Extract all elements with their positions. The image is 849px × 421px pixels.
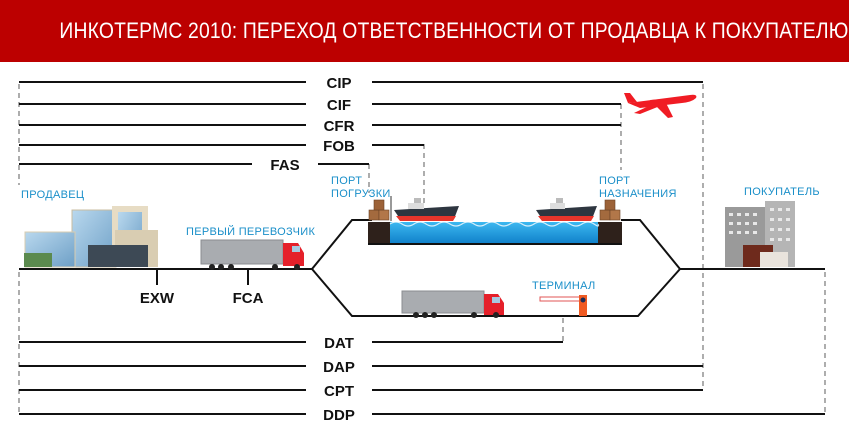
top-term-lines	[19, 81, 703, 165]
airplane-icon	[624, 93, 697, 118]
term-cpt: CPT	[324, 383, 354, 400]
label-port-loading-line1: ПОРТ	[331, 175, 362, 187]
term-dap: DAP	[323, 359, 355, 376]
term-ddp: DDP	[323, 407, 355, 421]
label-first-carrier: ПЕРВЫЙ ПЕРЕВОЗЧИК	[186, 225, 316, 238]
truck-icon	[401, 290, 504, 318]
term-fob: FOB	[323, 138, 355, 155]
term-exw: EXW	[140, 290, 175, 307]
barrier-icon	[539, 295, 587, 316]
label-port-dest-line1: ПОРТ	[599, 175, 630, 187]
cargo-boxes-icon	[368, 199, 390, 221]
term-fca: FCA	[233, 290, 264, 307]
sea-section	[368, 221, 622, 245]
header-banner: ИНКОТЕРМС 2010: ПЕРЕХОД ОТВЕТСТВЕННОСТИ …	[0, 0, 849, 62]
page-title: ИНКОТЕРМС 2010: ПЕРЕХОД ОТВЕТСТВЕННОСТИ …	[59, 18, 849, 43]
port-dest-pier	[598, 222, 622, 244]
water-icon	[390, 222, 598, 244]
route-sea-up-left	[311, 219, 372, 270]
label-buyer: ПОКУПАТЕЛЬ	[744, 186, 820, 198]
term-cfr: CFR	[324, 118, 355, 135]
label-seller: ПРОДАВЕЦ	[21, 189, 84, 201]
term-cip: CIP	[326, 75, 351, 92]
truck-icon	[200, 239, 304, 270]
term-dat: DAT	[324, 335, 354, 352]
buyer-building-icon	[725, 201, 795, 267]
ship-icon	[536, 198, 597, 221]
term-fas: FAS	[270, 157, 299, 174]
term-cif: CIF	[327, 97, 351, 114]
label-port-dest-line2: НАЗНАЧЕНИЯ	[599, 188, 677, 200]
port-loading-pier	[368, 222, 390, 244]
label-terminal: ТЕРМИНАЛ	[532, 280, 595, 292]
route-sea-down-right	[621, 219, 681, 270]
seller-building-icon	[24, 206, 158, 268]
bottom-term-lines	[19, 341, 825, 415]
label-port-loading-line2: ПОГРУЗКИ	[331, 188, 391, 200]
cargo-boxes-icon	[599, 199, 621, 221]
ship-icon	[394, 198, 459, 221]
